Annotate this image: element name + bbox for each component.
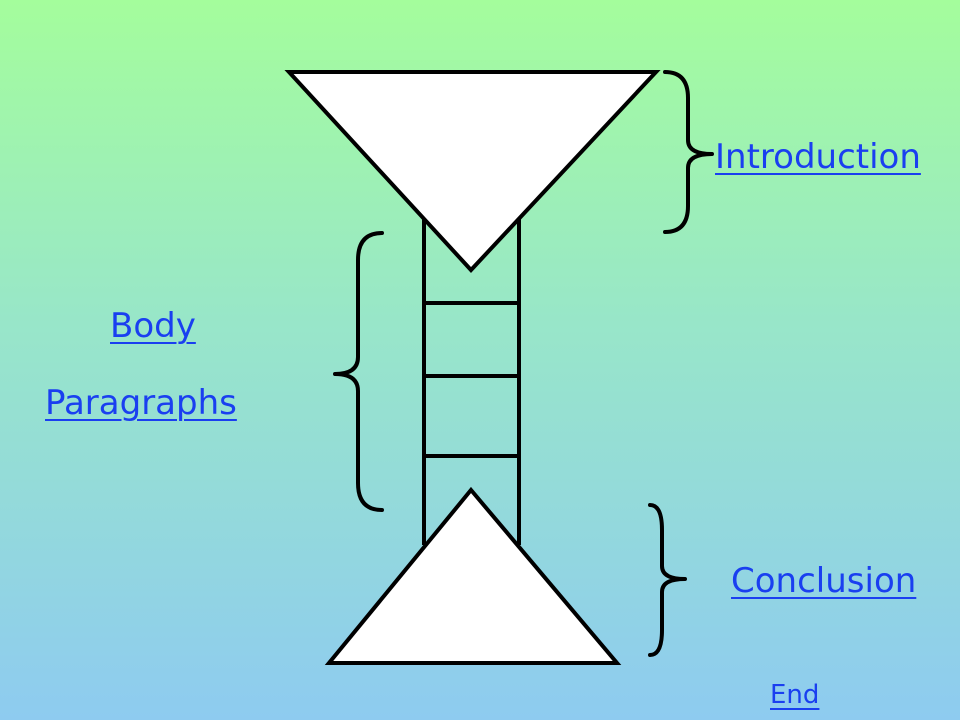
body-paragraphs-brace: [333, 231, 384, 512]
introduction-brace: [663, 70, 714, 234]
body-paragraphs-link-line1[interactable]: Body: [110, 306, 196, 346]
conclusion-triangle: [324, 486, 622, 665]
introduction-triangle: [284, 70, 661, 273]
introduction-link[interactable]: Introduction: [715, 137, 921, 177]
conclusion-link[interactable]: Conclusion: [731, 561, 917, 601]
end-link[interactable]: End: [770, 680, 820, 710]
conclusion-brace: [648, 503, 687, 657]
body-paragraphs-link-line2[interactable]: Paragraphs: [45, 383, 237, 423]
